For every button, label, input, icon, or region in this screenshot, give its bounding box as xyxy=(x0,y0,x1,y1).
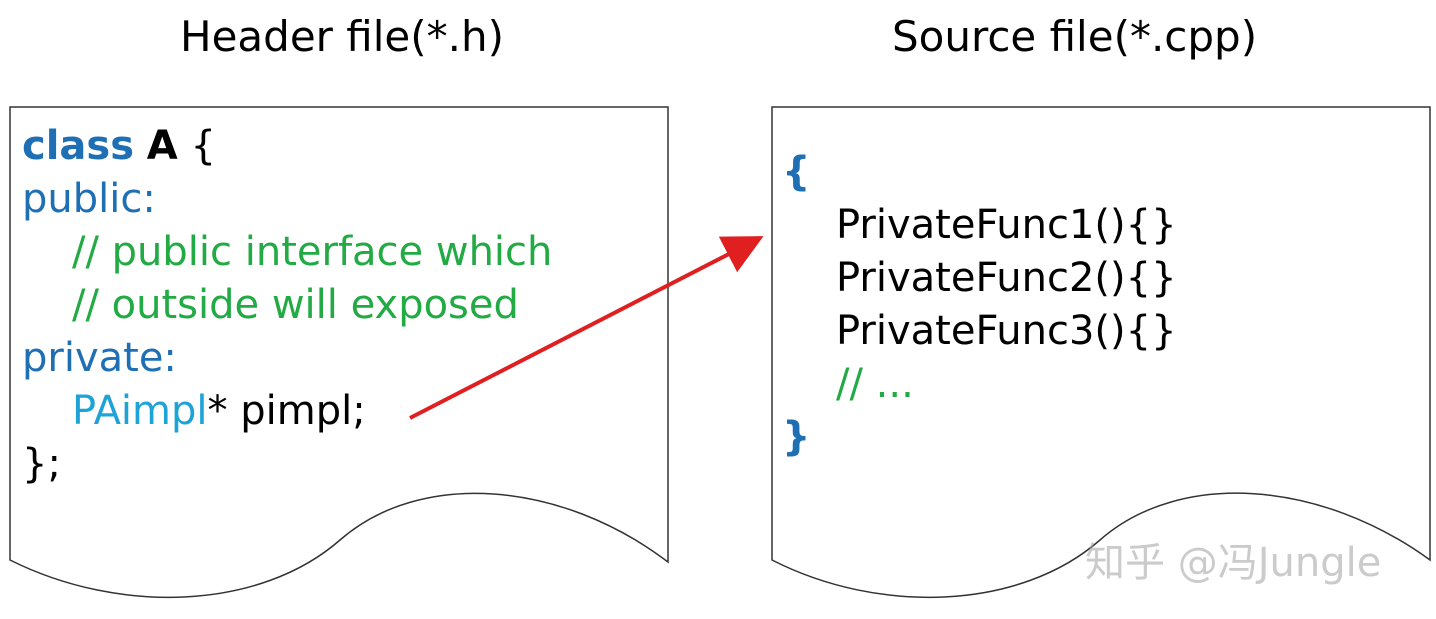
header-file-document-shape xyxy=(9,106,669,599)
header-code-block: class A {public:// public interface whic… xyxy=(22,120,552,491)
private-label: private: xyxy=(22,335,177,381)
source-close-brace: } xyxy=(782,414,811,460)
private-func-2: PrivateFunc2(){} xyxy=(836,255,1177,301)
pimpl-declaration: * pimpl; xyxy=(207,388,366,434)
class-close-brace: }; xyxy=(22,441,61,487)
private-func-3: PrivateFunc3(){} xyxy=(836,308,1177,354)
code-line-class: class A { xyxy=(22,120,552,173)
source-file-document-shape xyxy=(771,106,1431,599)
private-func-1: PrivateFunc1(){} xyxy=(836,202,1177,248)
source-open-brace: { xyxy=(782,149,811,195)
class-keyword: class xyxy=(22,123,135,169)
pimpl-member-line: PAimpl* pimpl; xyxy=(22,385,552,438)
public-label: public: xyxy=(22,176,156,222)
source-file-title: Source file(*.cpp) xyxy=(892,12,1258,61)
pimpl-type: PAimpl xyxy=(72,388,208,434)
source-comment: // ... xyxy=(836,361,914,407)
header-file-title: Header file(*.h) xyxy=(180,12,504,61)
pimpl-arrow xyxy=(409,236,764,420)
class-name: A xyxy=(146,123,178,169)
comment-line-1: // public interface which xyxy=(72,229,553,275)
watermark: 知乎 @冯Jungle xyxy=(1085,540,1382,586)
comment-line-2: // outside will exposed xyxy=(72,282,519,328)
class-open-brace: { xyxy=(190,123,216,169)
source-code-block: { PrivateFunc1(){} PrivateFunc2(){} Private… xyxy=(782,146,1177,464)
